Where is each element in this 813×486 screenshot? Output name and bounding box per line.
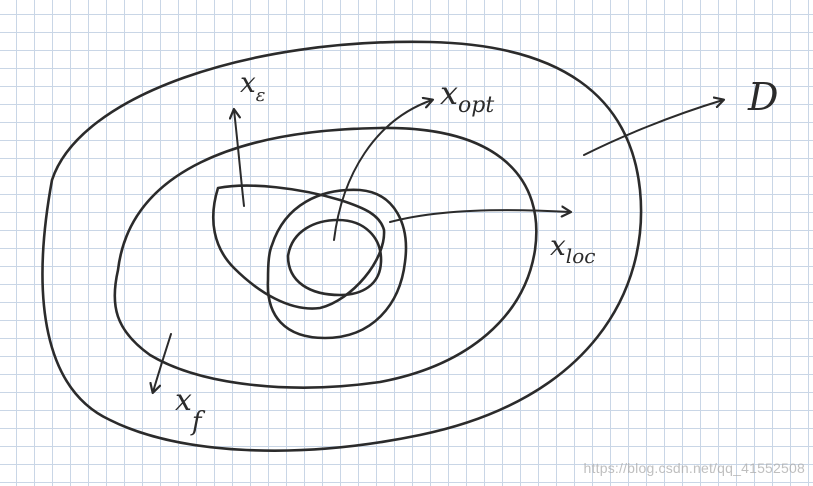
label-d: D <box>747 75 778 119</box>
region-xepsilon-blob <box>211 184 386 310</box>
arrow-to-xf <box>153 333 172 392</box>
arrow-to-xloc <box>389 210 570 223</box>
region-xf-ellipse <box>113 126 538 389</box>
region-d-outer-ellipse <box>41 40 643 452</box>
arrow-to-xepsilon <box>234 110 245 207</box>
arrow-to-xopt <box>333 100 432 241</box>
label-xf: xf <box>175 383 206 437</box>
region-xloc-ellipse <box>266 188 408 340</box>
label-xloc: xloc <box>550 229 595 268</box>
label-xepsilon: xε <box>240 66 265 106</box>
label-xopt: xopt <box>440 74 494 118</box>
region-xopt-ellipse <box>286 218 383 297</box>
arrow-to-d <box>583 100 723 156</box>
watermark-url: https://blog.csdn.net/qq_41552508 <box>583 460 805 476</box>
